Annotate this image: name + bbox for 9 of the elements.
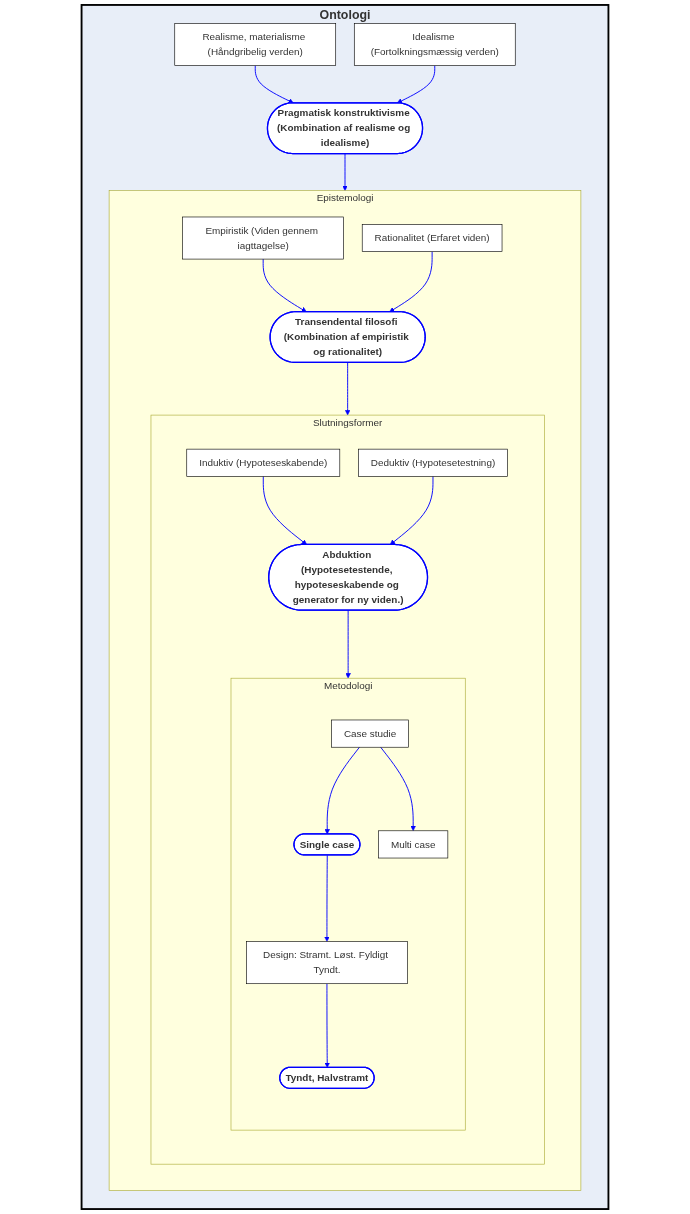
node-box: Multi case bbox=[378, 830, 449, 859]
node-box: Case studie bbox=[331, 719, 409, 748]
node-box: Idealisme (Fortolkningsmæssig verden) bbox=[354, 23, 516, 66]
node-box: Induktiv (Hypoteseskabende) bbox=[186, 448, 341, 477]
node-box: Deduktiv (Hypotesetestning) bbox=[358, 448, 508, 477]
node-box: Empiristik (Viden gennem iagttagelse) bbox=[182, 216, 344, 260]
node-box: Rationalitet (Erfaret viden) bbox=[361, 224, 503, 252]
node-box: Realisme, materialisme (Håndgribelig verden) bbox=[174, 23, 336, 66]
node-box: Design: Stramt. Løst. Fyldigt Tyndt. bbox=[246, 941, 408, 984]
